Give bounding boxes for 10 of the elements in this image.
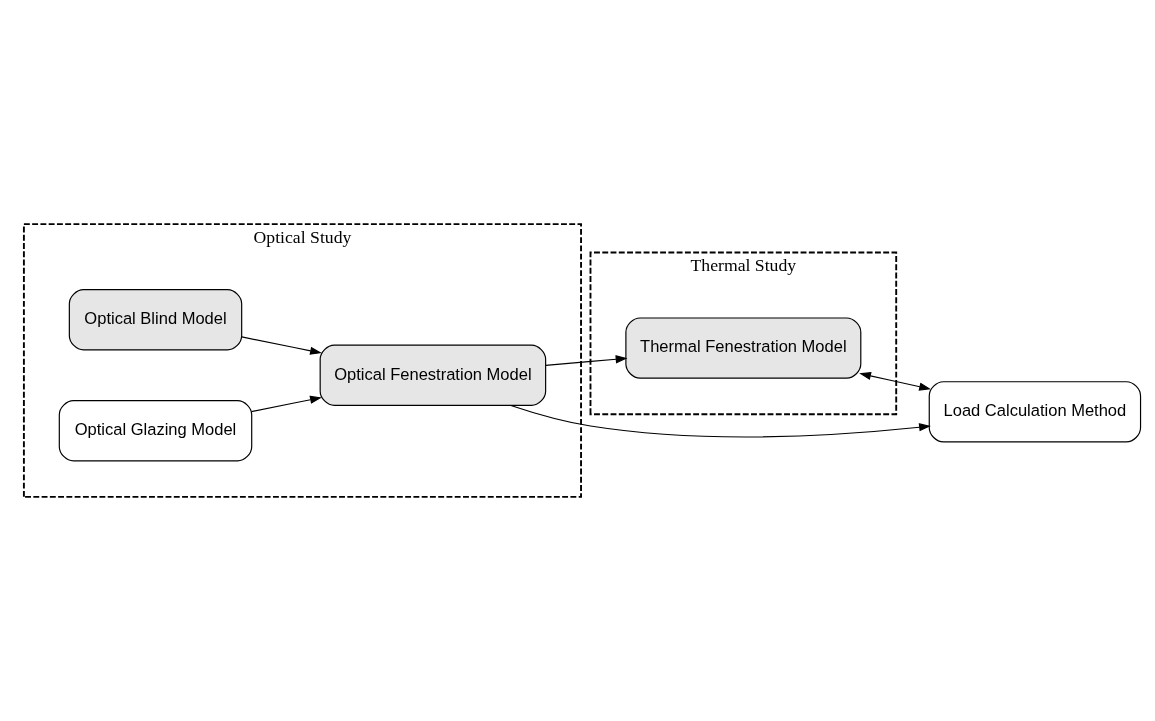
arrow xyxy=(510,404,931,438)
node-box: Thermal Fenestration Model xyxy=(625,317,862,379)
arrow xyxy=(859,371,931,391)
arrow xyxy=(545,355,628,366)
node-box: Load Calculation Method xyxy=(928,381,1142,443)
arrow xyxy=(241,336,322,355)
node-box: Optical Fenestration Model xyxy=(319,344,547,406)
arrow xyxy=(251,395,322,413)
node-box: Optical Blind Model xyxy=(68,289,243,351)
node-box: Optical Glazing Model xyxy=(58,400,253,462)
